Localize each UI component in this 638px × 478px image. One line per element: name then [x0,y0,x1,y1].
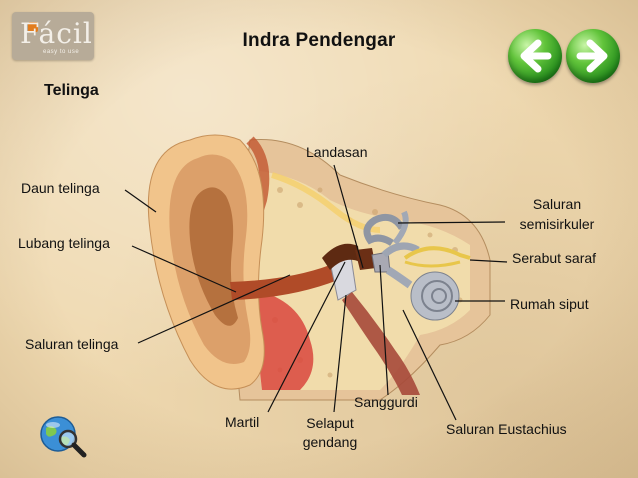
label-selaput-gendang: Selaput gendang [294,414,366,452]
leader-saluran-telinga [137,274,291,344]
label-martil: Martil [225,414,260,430]
label-saluran-semisirkuler: Saluran semisirkuler [512,194,602,234]
leader-serabut-saraf [469,259,508,263]
leader-selaput-gendang [333,294,347,413]
label-saluran-semisirkuler-line2: semisirkuler [519,216,595,232]
leader-landasan [333,164,364,269]
label-landasan: Landasan [306,144,368,160]
leader-lubang-telinga [131,245,237,293]
label-sanggurdi: Sanggurdi [354,394,418,410]
label-saluran-semisirkuler-line1: Saluran [532,196,582,212]
logo-mark [28,22,38,32]
section-subtitle: Telinga [44,82,99,99]
facil-logo: Fácil easy to use [12,12,94,60]
prev-button[interactable] [508,29,562,83]
label-selaput-gendang-line2: gendang [302,434,358,450]
arrow-left-icon [520,39,552,73]
label-saluran-telinga: Saluran telinga [25,336,119,352]
page-title: Indra Pendengar [242,30,396,51]
label-selaput-gendang-line1: Selaput [306,415,354,431]
leader-daun-telinga [124,189,157,213]
leader-saluran-semisirkuler [397,221,506,224]
leader-martil [267,261,346,413]
globe-magnifier-icon [40,416,87,458]
leader-sanggurdi [379,264,389,396]
label-daun-telinga: Daun telinga [21,180,100,196]
search-button[interactable] [38,414,88,458]
label-lubang-telinga: Lubang telinga [18,235,110,251]
label-serabut-saraf: Serabut saraf [512,250,597,266]
next-button[interactable] [566,29,620,83]
leader-saluran-eustachius [402,309,457,421]
arrow-right-icon [576,39,608,73]
label-rumah-siput: Rumah siput [510,296,589,312]
label-saluran-eustachius: Saluran Eustachius [446,421,567,437]
logo-brand: Fácil [20,17,93,50]
logo-tagline: easy to use [43,49,80,55]
